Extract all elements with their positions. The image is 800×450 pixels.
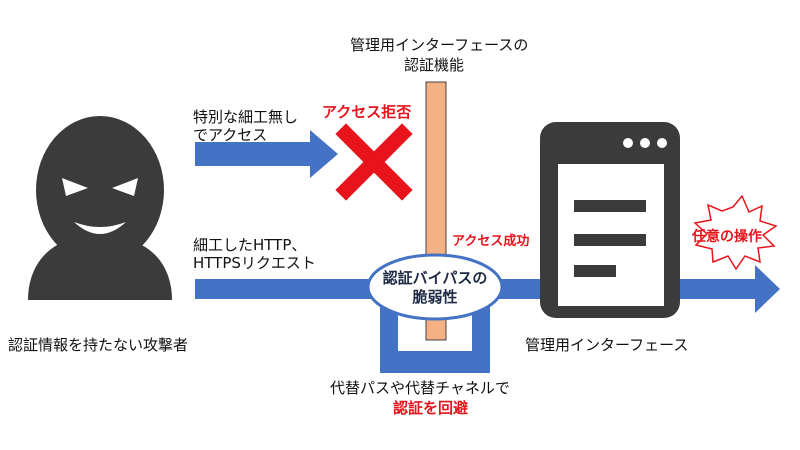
attacker-icon [28,116,172,300]
access-success-label: アクセス成功 [452,234,530,249]
crafted-request-label-line1: 細工したHTTP、 [193,236,307,254]
server-icon [540,122,680,318]
bypass-label-line1: 代替パスや代替チャネルで [330,379,510,397]
server-label: 管理用インターフェース [525,336,689,354]
outcome-burst-icon [693,194,778,271]
normal-access-label-line2: でアクセス [193,126,268,144]
normal-access-arrow [195,130,338,178]
interface-auth-title-line2: 認証機能 [404,56,465,74]
interface-auth-title-line1: 管理用インターフェースの [350,36,529,54]
deny-x-icon [335,123,413,201]
bypass-route [380,290,490,373]
outcome-label: 任意の操作 [692,229,762,245]
attacker-label: 認証情報を持たない攻撃者 [8,336,189,354]
vulnerability-ellipse [366,253,504,321]
bypass-label-line2: 認証を回避 [393,399,469,417]
vulnerability-line2: 脆弱性 [412,288,458,306]
crafted-request-label-line2: HTTPSリクエスト [193,254,316,272]
normal-access-label-line1: 特別な細工無し [193,108,299,126]
vulnerability-line1: 認証バイパスの [382,269,488,287]
access-denied-label: アクセス拒否 [322,103,412,121]
